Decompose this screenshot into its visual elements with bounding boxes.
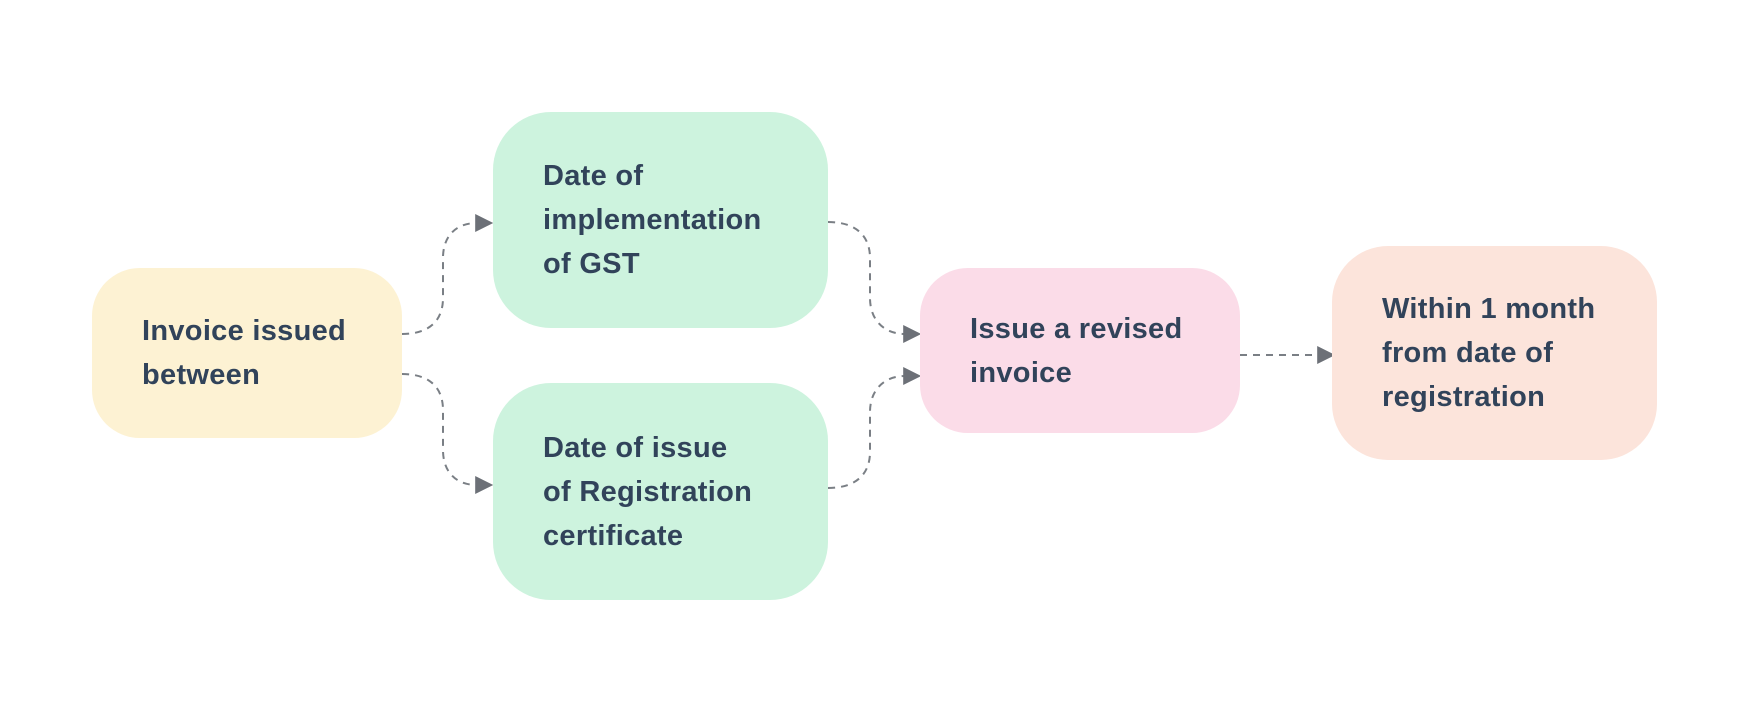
node-invoice-issued-between: Invoice issued between xyxy=(92,268,402,438)
connector-invoice-to-registration-certificate xyxy=(401,373,494,494)
node-date-of-implementation-of-gst: Date of implementation of GST xyxy=(493,112,828,328)
node-issue-a-revised-invoice: Issue a revised invoice xyxy=(920,268,1240,433)
node-within-1-month-from-date-of-registration-label: Within 1 month from date of registration xyxy=(1382,293,1596,413)
node-date-of-implementation-of-gst-label: Date of implementation of GST xyxy=(543,160,762,280)
node-date-of-issue-of-registration-certificate-label: Date of issue of Registration certificat… xyxy=(543,431,753,552)
node-within-1-month-from-date-of-registration: Within 1 month from date of registration xyxy=(1332,246,1657,460)
connector-registration-certificate-to-revised-invoice xyxy=(827,367,922,489)
node-issue-a-revised-invoice-label: Issue a revised invoice xyxy=(970,312,1183,389)
node-invoice-issued-between-label: Invoice issued between xyxy=(142,315,347,391)
node-date-of-issue-of-registration-certificate: Date of issue of Registration certificat… xyxy=(493,383,828,600)
connector-invoice-to-gst-implementation xyxy=(401,214,494,335)
connector-gst-implementation-to-revised-invoice xyxy=(827,221,922,343)
